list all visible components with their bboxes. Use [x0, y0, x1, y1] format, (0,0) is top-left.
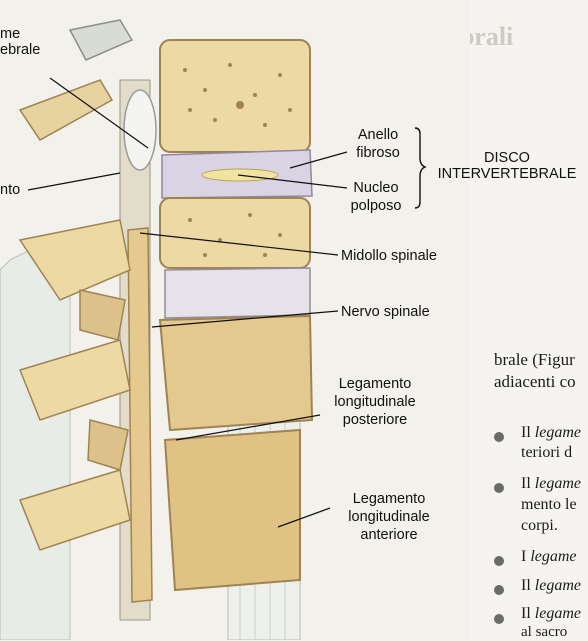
- bullet-1: [494, 432, 504, 442]
- label-disco-line2: INTERVERTEBRALE: [437, 166, 577, 182]
- leader-anello: [289, 151, 348, 169]
- leader-top-left: [49, 77, 149, 149]
- bullet-2: [494, 483, 504, 493]
- book-item-4: Il legame: [521, 577, 581, 594]
- book-item-5-line2: al sacro: [521, 624, 568, 640]
- vertebra-body-4: [163, 428, 301, 592]
- bullet-5: [494, 614, 504, 624]
- bullet-3: [494, 556, 504, 566]
- facet-joint-2: [87, 419, 129, 471]
- bullet-4: [494, 585, 504, 595]
- label-top-left-line2: ebrale: [0, 42, 41, 58]
- spinal-cord: [127, 227, 153, 603]
- label-legamento-posteriore-line3: posteriore: [342, 412, 408, 428]
- book-item-5-line1: Il legame: [521, 605, 581, 622]
- vertebra-body-3: [158, 314, 314, 432]
- leader-lines: [27, 77, 348, 528]
- label-anello-line2: fibroso: [356, 145, 400, 161]
- leader-mid-left: [27, 172, 121, 191]
- book-paragraph-line2: adiacenti co: [494, 372, 576, 391]
- label-legamento-posteriore-line1: Legamento: [338, 376, 412, 392]
- book-paragraph-line1: brale (Figur: [494, 350, 575, 369]
- label-legamento-anteriore-line1: Legamento: [352, 491, 426, 507]
- facet-joint-1: [79, 289, 126, 341]
- book-item-2-line1: Il legame: [521, 475, 581, 492]
- vertebra-2-trabeculae: [188, 213, 282, 257]
- label-disco-line1: DISCO: [484, 150, 530, 166]
- label-top-left-line1: me: [0, 26, 21, 42]
- book-item-1-line2: teriori d: [521, 444, 573, 461]
- leader-nervo: [151, 310, 339, 328]
- leader-legamento-post: [175, 414, 321, 441]
- label-midollo-spinale: Midollo spinale: [341, 248, 437, 264]
- label-mid-left: nto: [0, 182, 21, 198]
- transverse-process-top: [68, 19, 134, 61]
- leader-nucleo: [237, 174, 348, 189]
- book-item-3: I legame: [521, 548, 577, 565]
- spinous-process-1: [18, 219, 131, 301]
- label-nucleo-line2: polposo: [350, 198, 402, 214]
- vertebra-body-1: [159, 39, 311, 153]
- book-item-2-line2: mento le: [521, 496, 577, 513]
- lower-disc: [164, 267, 311, 319]
- label-anello-line1: Anello: [357, 127, 399, 143]
- cord-cut-surface: [123, 89, 157, 171]
- book-item-2-line3: corpi.: [521, 517, 558, 534]
- vertebra-body-2: [159, 197, 311, 269]
- vertebra-1-trabeculae: [183, 63, 292, 127]
- leader-midollo: [139, 232, 339, 256]
- spinous-process-3: [18, 469, 131, 551]
- leader-legamento-ant: [277, 507, 331, 528]
- label-legamento-posteriore-line2: longitudinale: [334, 394, 416, 410]
- lamina-upper: [18, 79, 114, 141]
- label-nucleo-line1: Nucleo: [353, 180, 399, 196]
- label-legamento-anteriore-line3: anteriore: [360, 527, 418, 543]
- label-nervo-spinale: Nervo spinale: [341, 304, 430, 320]
- disc-brace: [414, 127, 427, 209]
- spinous-process-2: [18, 339, 131, 421]
- label-legamento-anteriore-line2: longitudinale: [348, 509, 430, 525]
- book-item-1-line1: Il legame: [521, 424, 581, 441]
